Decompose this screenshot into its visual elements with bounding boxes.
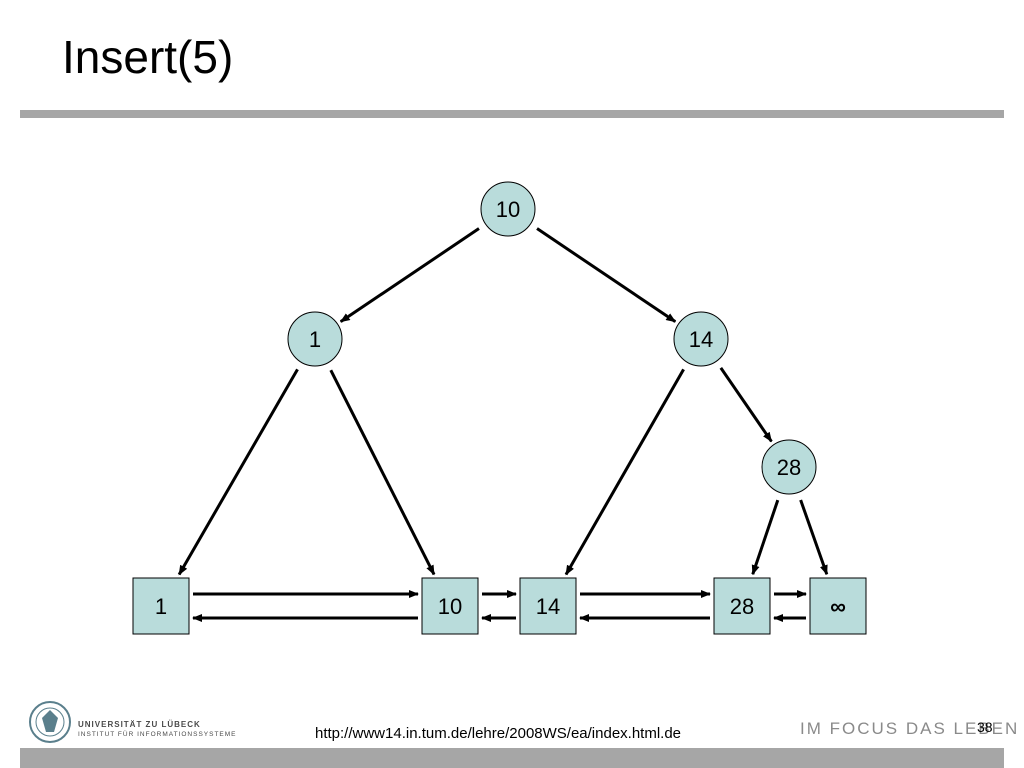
tree-edge-n28-linf — [799, 499, 829, 576]
tree-edge-n28-l28 — [751, 499, 780, 576]
tree-node-label: 28 — [777, 455, 801, 480]
institute-name: INSTITUT FÜR INFORMATIONSSYSTEME — [78, 731, 237, 738]
leaf-node-l1 — [132, 577, 190, 635]
slide-title: Insert(5) — [62, 31, 234, 83]
footer-bar — [20, 748, 1004, 768]
leaf-node-label: 10 — [438, 594, 462, 619]
tree-edge-n10-n14 — [536, 227, 677, 323]
university-name: UNIVERSITÄT ZU LÜBECK — [78, 720, 201, 729]
leaf-node-label: ∞ — [830, 594, 846, 619]
tree-edge-n1-l1 — [177, 368, 299, 576]
slogan: IM FOCUS DAS LEBEN — [800, 719, 1020, 738]
source-url: http://www14.in.tum.de/lehre/2008WS/ea/i… — [315, 725, 682, 742]
page-number: 38 — [977, 719, 993, 735]
leaf-node-label: 14 — [536, 594, 560, 619]
tree-node-n14 — [673, 311, 729, 367]
leaf-node-label: 1 — [155, 594, 167, 619]
tree-node-label: 14 — [689, 327, 713, 352]
university-seal-icon — [29, 701, 71, 743]
tree-node-label: 10 — [496, 197, 520, 222]
title-divider — [20, 110, 1004, 118]
leaf-node-l10 — [421, 577, 479, 635]
leaf-node-l14 — [519, 577, 577, 635]
tree-edge-n10-n1 — [339, 227, 480, 323]
tree-edge-n14-n28 — [719, 366, 773, 443]
leaf-node-label: 28 — [730, 594, 754, 619]
leaf-node-l28 — [713, 577, 771, 635]
tree-node-n10 — [480, 181, 536, 237]
tree-node-n1 — [287, 311, 343, 367]
tree-edge-n14-l14 — [564, 368, 685, 576]
tree-node-n28 — [761, 439, 817, 495]
tree-node-label: 1 — [309, 327, 321, 352]
university-logo — [28, 698, 238, 746]
tree-edge-n1-l10 — [329, 369, 436, 576]
leaf-node-linf — [809, 577, 867, 635]
